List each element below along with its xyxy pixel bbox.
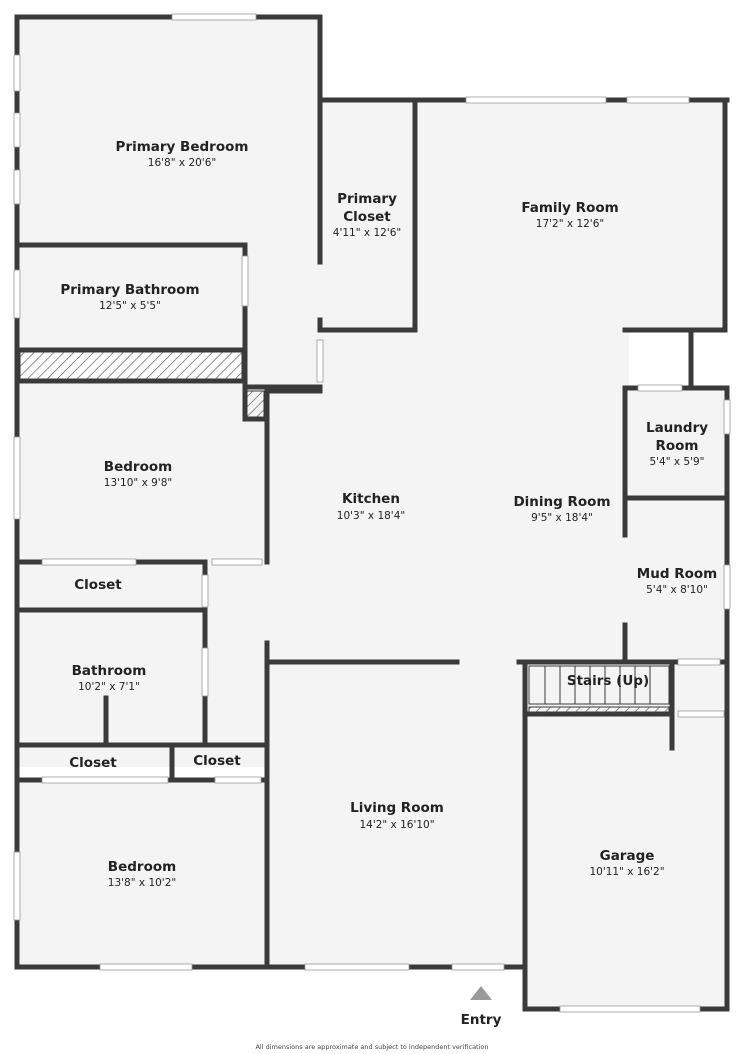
bedroom-1-name: Bedroom: [104, 459, 172, 475]
family-room-name: Family Room: [521, 200, 618, 216]
windows: [13, 13, 731, 1013]
floor-bedroom-2: [17, 780, 267, 967]
mud-room-name: Mud Room: [637, 566, 717, 582]
laundry-room-name-1: Laundry: [646, 420, 708, 436]
laundry-room-name-2: Room: [655, 438, 698, 454]
bedroom-2-name: Bedroom: [108, 859, 176, 875]
kitchen-name: Kitchen: [342, 491, 400, 507]
floor-bedroom-1: [17, 384, 267, 562]
primary-bathroom-name: Primary Bathroom: [60, 282, 199, 298]
garage-dims: 10'11" x 16'2": [589, 866, 664, 878]
primary-closet-name-1: Primary: [337, 191, 397, 207]
dining-room-name: Dining Room: [513, 494, 610, 510]
bathroom-dims: 10'2" x 7'1": [78, 681, 140, 693]
floor-hall-west: [17, 562, 267, 767]
stair-treads: [528, 665, 670, 714]
entry-arrow-icon: [470, 986, 492, 1000]
floor-main-core: [267, 330, 629, 666]
room-labels: Primary Bedroom 16'8" x 20'6" Primary Cl…: [60, 139, 717, 1051]
primary-closet-dims: 4'11" x 12'6": [333, 227, 401, 239]
laundry-room-dims: 5'4" x 5'9": [649, 456, 704, 468]
floor-garage: [525, 714, 725, 1009]
primary-bathroom-dims: 12'5" x 5'5": [99, 300, 161, 312]
floor-primary-bathroom: [17, 245, 245, 350]
disclaimer-text: All dimensions are approximate and subje…: [255, 1043, 488, 1051]
hatched-shelf: [19, 349, 243, 381]
garage-name: Garage: [600, 848, 655, 864]
floor-laundry: [625, 388, 725, 498]
floor-living-room: [267, 662, 525, 967]
hatched-chase: [245, 390, 265, 420]
floor-family-room: [415, 100, 725, 330]
primary-closet-name-2: Closet: [343, 209, 391, 225]
entry-label: Entry: [461, 1012, 502, 1028]
living-room-dims: 14'2" x 16'10": [359, 819, 434, 831]
mud-room-dims: 5'4" x 8'10": [646, 584, 708, 596]
floor-mud-room: [625, 498, 725, 666]
bedroom-1-dims: 13'10" x 9'8": [104, 477, 172, 489]
bedroom-2-dims: 13'8" x 10'2": [108, 877, 176, 889]
primary-bedroom-dims: 16'8" x 20'6": [148, 157, 216, 169]
kitchen-dims: 10'3" x 18'4": [337, 510, 405, 522]
closet-2-name: Closet: [69, 755, 117, 771]
floor-areas: [17, 17, 725, 1009]
primary-bedroom-name: Primary Bedroom: [116, 139, 249, 155]
closet-1-name: Closet: [74, 577, 122, 593]
bathroom-name: Bathroom: [72, 663, 147, 679]
family-room-dims: 17'2" x 12'6": [536, 218, 604, 230]
dining-room-dims: 9'5" x 18'4": [531, 512, 593, 524]
closet-3-name: Closet: [193, 753, 241, 769]
stairs-name: Stairs (Up): [567, 673, 649, 689]
living-room-name: Living Room: [350, 800, 444, 816]
